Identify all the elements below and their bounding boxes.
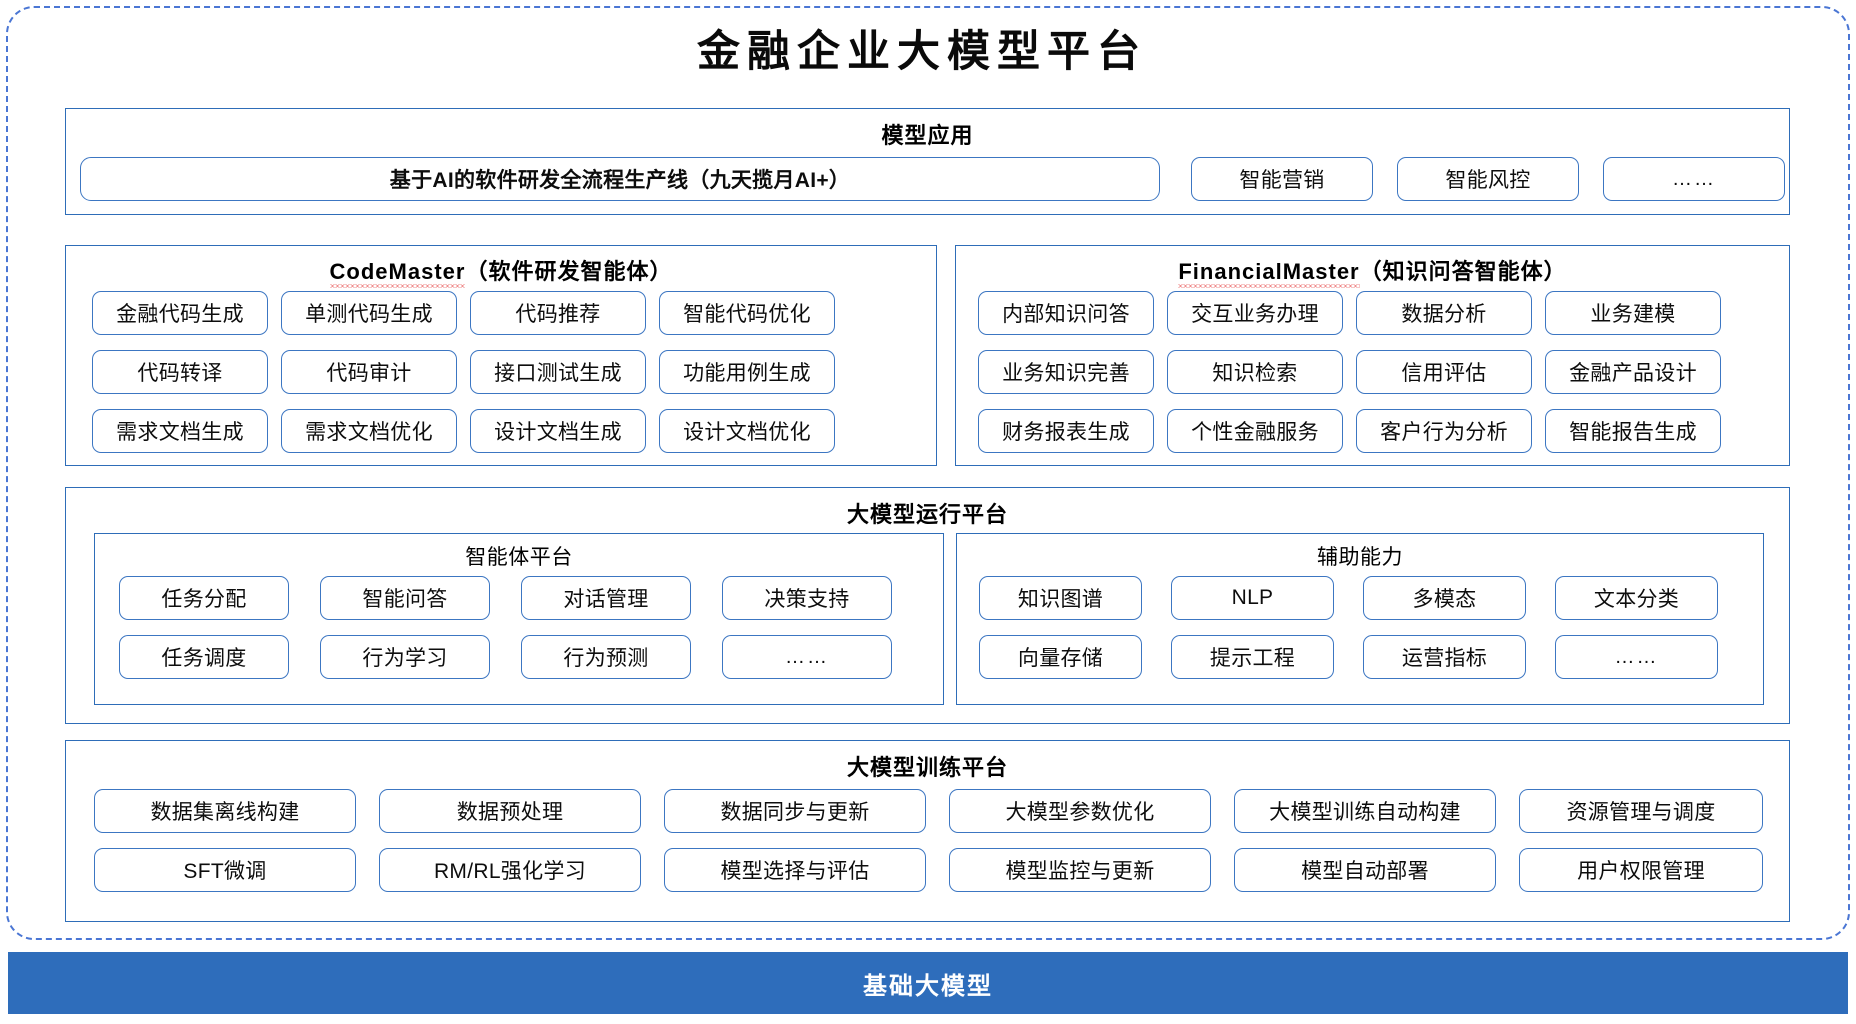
financial-master-item-6[interactable]: 信用评估	[1356, 350, 1532, 394]
financial-master-item-3[interactable]: 业务建模	[1545, 291, 1721, 335]
agent-platform-item-2[interactable]: 对话管理	[521, 576, 691, 620]
training-platform-item-3[interactable]: 大模型参数优化	[949, 789, 1211, 833]
training-platform-item-4[interactable]: 大模型训练自动构建	[1234, 789, 1496, 833]
agent-platform-item-3[interactable]: 决策支持	[722, 576, 892, 620]
training-platform-title: 大模型训练平台	[846, 755, 1008, 780]
agent-platform-item-7[interactable]: ……	[722, 635, 892, 679]
code-master-title-latin: CodeMaster	[329, 259, 466, 288]
auxiliary-item-2[interactable]: 多模态	[1363, 576, 1526, 620]
agent-platform-title: 智能体平台	[465, 546, 573, 569]
financial-master-item-7[interactable]: 金融产品设计	[1545, 350, 1721, 394]
financial-master-item-2[interactable]: 数据分析	[1356, 291, 1532, 335]
footer-base-model-bar: 基础大模型	[8, 952, 1848, 1014]
training-platform-item-8[interactable]: 模型选择与评估	[664, 848, 926, 892]
auxiliary-item-3[interactable]: 文本分类	[1555, 576, 1718, 620]
code-master-item-5[interactable]: 代码审计	[281, 350, 457, 394]
training-platform-item-10[interactable]: 模型自动部署	[1234, 848, 1496, 892]
training-platform-item-5[interactable]: 资源管理与调度	[1519, 789, 1763, 833]
financial-master-item-1[interactable]: 交互业务办理	[1167, 291, 1343, 335]
code-master-item-4[interactable]: 代码转译	[92, 350, 268, 394]
agent-platform-item-1[interactable]: 智能问答	[320, 576, 490, 620]
auxiliary-item-5[interactable]: 提示工程	[1171, 635, 1334, 679]
training-platform-item-2[interactable]: 数据同步与更新	[664, 789, 926, 833]
training-platform-item-7[interactable]: RM/RL强化学习	[379, 848, 641, 892]
subpanel-auxiliary-capability: 辅助能力 知识图谱 NLP 多模态 文本分类 向量存储 提示工程 运营指标 ……	[956, 533, 1764, 705]
financial-master-item-4[interactable]: 业务知识完善	[978, 350, 1154, 394]
training-platform-item-6[interactable]: SFT微调	[94, 848, 356, 892]
code-master-item-10[interactable]: 设计文档生成	[470, 409, 646, 453]
agent-platform-item-5[interactable]: 行为学习	[320, 635, 490, 679]
code-master-item-11[interactable]: 设计文档优化	[659, 409, 835, 453]
panel-training-platform: 大模型训练平台 数据集离线构建 数据预处理 数据同步与更新 大模型参数优化 大模…	[65, 740, 1790, 922]
auxiliary-item-0[interactable]: 知识图谱	[979, 576, 1142, 620]
financial-master-title: FinancialMaster（知识问答智能体）	[956, 254, 1789, 288]
model-application-item-1[interactable]: 智能风控	[1397, 157, 1579, 201]
code-master-item-3[interactable]: 智能代码优化	[659, 291, 835, 335]
code-master-item-0[interactable]: 金融代码生成	[92, 291, 268, 335]
panel-model-application: 模型应用 基于AI的软件研发全流程生产线（九天揽月AI+） 智能营销 智能风控 …	[65, 108, 1790, 215]
training-platform-item-9[interactable]: 模型监控与更新	[949, 848, 1211, 892]
page-title: 金融企业大模型平台	[697, 27, 1147, 77]
model-application-title: 模型应用	[881, 123, 974, 148]
agent-platform-item-4[interactable]: 任务调度	[119, 635, 289, 679]
financial-master-item-0[interactable]: 内部知识问答	[978, 291, 1154, 335]
footer-label: 基础大模型	[863, 972, 993, 1000]
code-master-title-cn: （软件研发智能体）	[465, 259, 673, 284]
financial-master-item-10[interactable]: 客户行为分析	[1356, 409, 1532, 453]
auxiliary-item-7[interactable]: ……	[1555, 635, 1718, 679]
agent-platform-item-6[interactable]: 行为预测	[521, 635, 691, 679]
financial-master-item-9[interactable]: 个性金融服务	[1167, 409, 1343, 453]
run-platform-title: 大模型运行平台	[846, 502, 1008, 527]
code-master-title: CodeMaster（软件研发智能体）	[66, 254, 936, 288]
code-master-item-8[interactable]: 需求文档生成	[92, 409, 268, 453]
auxiliary-item-4[interactable]: 向量存储	[979, 635, 1142, 679]
financial-master-title-latin: FinancialMaster	[1178, 259, 1360, 288]
code-master-item-7[interactable]: 功能用例生成	[659, 350, 835, 394]
panel-run-platform: 大模型运行平台 智能体平台 任务分配 智能问答 对话管理 决策支持 任务调度 行…	[65, 487, 1790, 724]
auxiliary-item-1[interactable]: NLP	[1171, 576, 1334, 620]
agent-platform-item-0[interactable]: 任务分配	[119, 576, 289, 620]
financial-master-item-5[interactable]: 知识检索	[1167, 350, 1343, 394]
code-master-item-2[interactable]: 代码推荐	[470, 291, 646, 335]
auxiliary-item-6[interactable]: 运营指标	[1363, 635, 1526, 679]
training-platform-item-1[interactable]: 数据预处理	[379, 789, 641, 833]
code-master-item-9[interactable]: 需求文档优化	[281, 409, 457, 453]
panel-code-master: CodeMaster（软件研发智能体） 金融代码生成 单测代码生成 代码推荐 智…	[65, 245, 937, 466]
financial-master-title-cn: （知识问答智能体）	[1359, 259, 1567, 284]
auxiliary-title: 辅助能力	[1317, 546, 1403, 569]
subpanel-agent-platform: 智能体平台 任务分配 智能问答 对话管理 决策支持 任务调度 行为学习 行为预测…	[94, 533, 944, 705]
training-platform-item-11[interactable]: 用户权限管理	[1519, 848, 1763, 892]
code-master-item-1[interactable]: 单测代码生成	[281, 291, 457, 335]
model-application-item-2[interactable]: ……	[1603, 157, 1785, 201]
model-application-item-0[interactable]: 智能营销	[1191, 157, 1373, 201]
financial-master-item-11[interactable]: 智能报告生成	[1545, 409, 1721, 453]
training-platform-item-0[interactable]: 数据集离线构建	[94, 789, 356, 833]
financial-master-item-8[interactable]: 财务报表生成	[978, 409, 1154, 453]
panel-financial-master: FinancialMaster（知识问答智能体） 内部知识问答 交互业务办理 数…	[955, 245, 1790, 466]
model-application-flagship[interactable]: 基于AI的软件研发全流程生产线（九天揽月AI+）	[80, 157, 1160, 201]
code-master-item-6[interactable]: 接口测试生成	[470, 350, 646, 394]
